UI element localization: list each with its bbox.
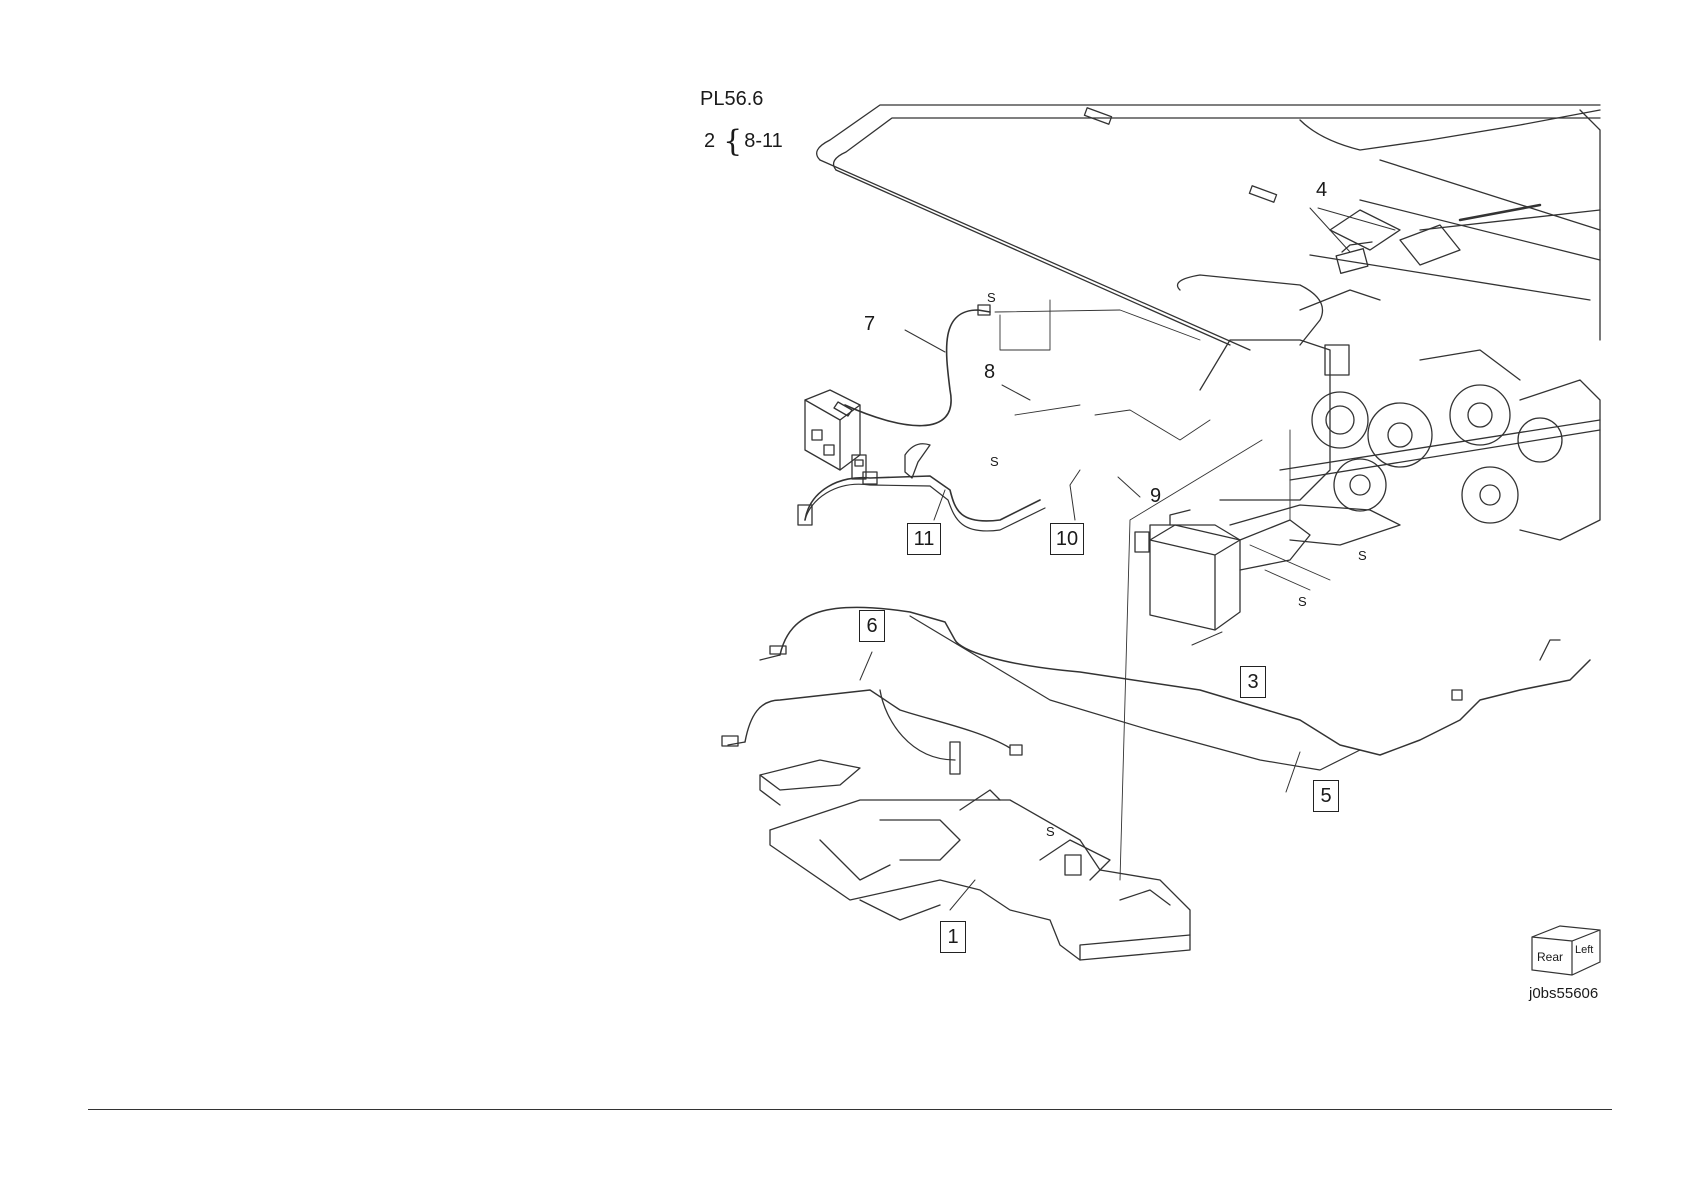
bracket-part-8: [790, 380, 860, 470]
motor-part-3: [1135, 505, 1400, 630]
orientation-rear-label: Rear: [1537, 950, 1563, 964]
brace-glyph: {: [723, 124, 742, 159]
group-prefix: 2: [704, 130, 715, 152]
callout-8: 8: [984, 362, 995, 382]
callout-11: 11: [907, 523, 941, 555]
screw-mark: S: [1358, 548, 1367, 563]
actuator-part-9: [905, 444, 930, 478]
callout-5: 5: [1313, 780, 1339, 812]
screw-mark: S: [990, 454, 999, 469]
callout-9: 9: [1150, 486, 1161, 506]
group-range: 8-11: [744, 130, 783, 152]
screw-mark: S: [1298, 594, 1307, 609]
screw-mark: S: [987, 290, 996, 305]
scanner-cover: [817, 105, 1600, 350]
frame-part-1: [760, 760, 1190, 960]
parts-list-reference: PL56.6: [700, 88, 763, 111]
callout-6: 6: [859, 610, 885, 642]
callout-10: 10: [1050, 523, 1084, 555]
callout-7: 7: [864, 314, 875, 334]
screw-mark: S: [1046, 824, 1055, 839]
parts-group-note: 2 {8-11: [704, 124, 783, 159]
orientation-left-label: Left: [1575, 944, 1593, 956]
harness-parts-5-6: [722, 607, 1590, 774]
sensor-part-10: [852, 455, 866, 479]
callout-4: 4: [1316, 180, 1327, 200]
callout-1: 1: [940, 921, 966, 953]
sensor-part-4: [1336, 242, 1372, 273]
footer-divider: [88, 1109, 1612, 1110]
assembly-lines: [995, 300, 1330, 880]
callout-3: 3: [1240, 666, 1266, 698]
drive-gear-assembly: [1200, 290, 1600, 540]
figure-id: j0bs55606: [1529, 985, 1598, 1002]
